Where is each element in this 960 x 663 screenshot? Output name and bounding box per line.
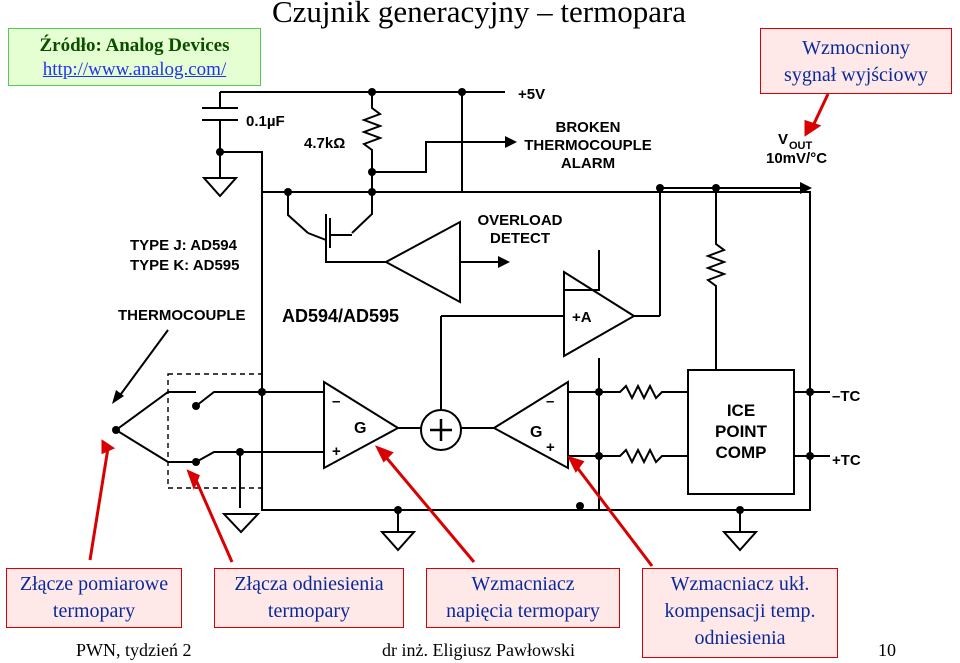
plus-tc-label: +TC [832,452,861,469]
gain-left-minus: – [332,393,340,410]
callout-compensation-amplifier: Wzmacniacz ukł. kompensacji temp. odnies… [642,568,838,658]
ice-label-2: POINT [715,422,768,441]
vout-label: V [778,131,788,148]
schematic-wires [115,91,830,532]
gain-right-minus: – [546,393,554,410]
res-label: 4.7kΩ [304,135,345,152]
gain-left-label: G [354,420,366,437]
supply-label: +5V [518,86,545,103]
source-box: Źródło: Analog Devices http://www.analog… [8,28,261,86]
overload-label-1: OVERLOAD [477,212,562,229]
thermocouple-label: THERMOCOUPLE [118,307,246,324]
part-label: AD594/AD595 [282,306,399,326]
footer-left: PWN, tydzień 2 [76,640,192,660]
callout-reference-junction: Złącza odniesienia termopary [214,568,404,628]
callout-arrows [88,93,830,567]
overload-label-2: DETECT [490,230,550,247]
vout-sub-label: OUT [789,140,813,152]
ground-icon [379,531,417,552]
footer-author: dr inż. Eligiusz Pawłowski [382,640,575,660]
arrowheads [498,136,812,268]
page-number: 10 [878,640,896,660]
callout-measuring-junction: Złącze pomiarowe termopary [6,568,182,628]
junction-dots [112,88,814,514]
callout-4-line2: kompensacji temp. [664,600,816,622]
callout-4-line3: odniesienia [694,627,786,649]
callout-2-line1: Złącza odniesienia [234,573,384,595]
ground-icon [721,531,759,552]
ground-symbols [201,177,759,552]
output-callout-line2: sygnał wyjściowy [784,64,928,86]
callout-voltage-amplifier: Wzmacniacz napięcia termopary [426,568,620,628]
source-link[interactable]: http://www.analog.com/ [42,59,227,80]
slide-title: Czujnik generacyjny – termopara [272,0,687,29]
amp-a-label: +A [572,309,592,326]
gain-right-plus: + [546,439,555,456]
ice-label-1: ICE [727,401,755,420]
ground-icon [221,513,261,534]
vout-scale-label: 10mV/°C [766,150,827,167]
gain-left-plus: + [332,443,341,460]
broken-label-2: THERMOCOUPLE [524,137,652,154]
broken-label-1: BROKEN [555,119,620,136]
broken-label-3: ALARM [561,155,615,172]
callout-2-line2: termopary [267,600,351,622]
output-callout-line1: Wzmocniony [802,37,910,59]
callout-1-line2: termopary [52,600,136,622]
callout-4-line1: Wzmacniacz ukł. [670,573,810,595]
cap-label: 0.1µF [246,113,285,130]
callout-1-line1: Złącze pomiarowe [19,573,169,595]
callout-3-line1: Wzmacniacz [471,573,575,595]
output-callout: Wzmocniony sygnał wyjściowy [760,28,952,94]
gain-right-label: G [530,424,542,441]
type-j-label: TYPE J: AD594 [130,237,238,254]
reference-junction-box [167,373,263,489]
callout-3-line2: napięcia termopary [446,600,600,622]
type-k-label: TYPE K: AD595 [130,257,239,274]
minus-tc-label: –TC [832,388,861,405]
source-label: Źródło: Analog Devices [39,35,230,56]
ground-icon [201,177,239,198]
ice-label-3: COMP [716,443,767,462]
